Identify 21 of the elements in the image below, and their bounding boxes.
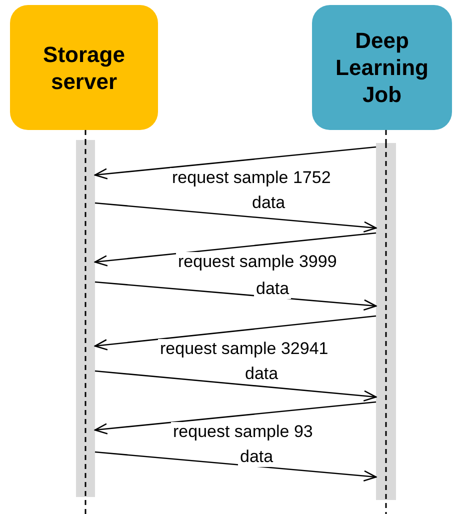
- edge-label: request sample 93: [171, 422, 315, 442]
- participant-box: [312, 5, 452, 130]
- edge-label: data: [254, 279, 292, 299]
- lifeline: [385, 130, 387, 143]
- message-arrow: [94, 202, 377, 233]
- message-arrow: [94, 315, 376, 350]
- participant-name: Storage server: [42, 40, 126, 94]
- message-arrow: [94, 451, 377, 482]
- message-arrow: [94, 146, 376, 180]
- message-arrow: [94, 232, 376, 266]
- edge-label: request sample 32941: [158, 339, 330, 359]
- message-arrow: [94, 401, 376, 434]
- edge-label: request sample 1752: [170, 168, 333, 188]
- edge-label: request sample 3999: [176, 252, 339, 272]
- activation-bar: [76, 140, 95, 497]
- activation-bar: [376, 143, 396, 500]
- lifeline: [84, 130, 86, 140]
- edge-label: data: [238, 447, 276, 467]
- participant-name: Deep Learning Job: [334, 27, 430, 108]
- message-arrow: [94, 370, 377, 402]
- participant-box: [10, 5, 158, 130]
